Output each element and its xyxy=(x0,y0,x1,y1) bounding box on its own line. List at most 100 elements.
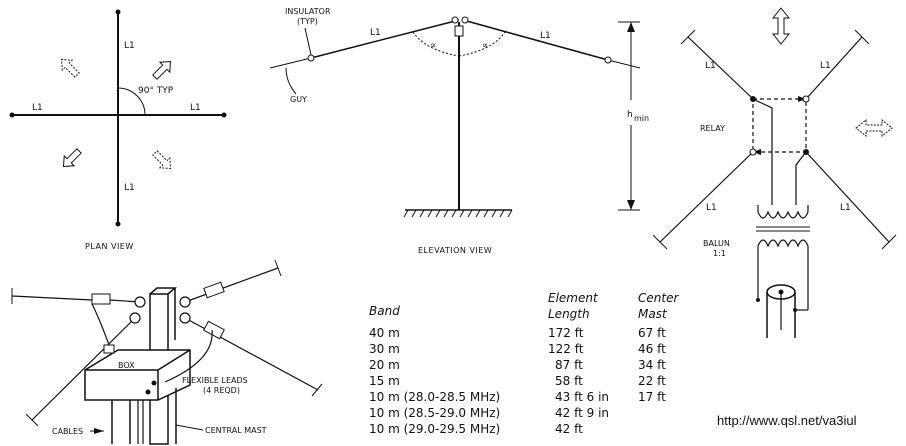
table-mast-cell: 67 ft xyxy=(638,326,666,340)
mast-view: BOX FLEXIBLE LEADS (4 REQD) CABLES CENTR… xyxy=(11,259,323,445)
insulator-label: (TYP) xyxy=(297,17,318,26)
flexible-lead xyxy=(91,303,110,346)
central-mast-top xyxy=(149,287,178,295)
arrow-right-icon xyxy=(798,96,806,102)
table-band-cell: 40 m xyxy=(369,326,400,340)
guy-pointer xyxy=(285,67,297,95)
feedpoint-box xyxy=(454,25,464,37)
band-table: Band Element Length Center Mast 40 m 172… xyxy=(369,291,679,436)
connection-dot xyxy=(756,298,760,302)
box-connector xyxy=(103,344,115,354)
center-mast-header: Center xyxy=(638,291,679,305)
plan-view: L1 L1 L1 L1 90° TYP PLAN VIEW xyxy=(9,9,227,251)
radial-element xyxy=(687,36,754,100)
plan-end-insulator xyxy=(115,221,121,227)
relay-node xyxy=(802,95,810,103)
cables-label: CABLES xyxy=(52,427,83,436)
plan-l1-label: L1 xyxy=(124,183,135,193)
arrow-left-icon xyxy=(753,149,761,155)
insulator-icon xyxy=(451,16,459,24)
balun-primary-coil xyxy=(757,210,809,219)
right-angle-arc xyxy=(117,87,146,116)
ground-hatch xyxy=(403,209,513,218)
antenna-wire xyxy=(11,295,93,301)
band-header: Band xyxy=(369,304,400,318)
table-band-cell: 30 m xyxy=(369,342,400,356)
plan-view-caption: PLAN VIEW xyxy=(85,242,134,251)
central-mast-pointer xyxy=(175,424,204,431)
relay-l1-label: L1 xyxy=(840,203,851,213)
connection-dot xyxy=(145,389,151,395)
end-tick xyxy=(25,413,39,427)
relay-box-edge xyxy=(157,349,191,371)
relay-box xyxy=(84,349,191,401)
angle-arc xyxy=(458,31,506,57)
end-tick xyxy=(881,234,897,250)
central-mast-label: CENTRAL MAST xyxy=(205,426,267,435)
table-length-cell: 42 ft xyxy=(555,422,583,436)
elevation-right-guy xyxy=(607,59,641,69)
plan-end-insulator xyxy=(221,112,227,118)
plan-end-insulator xyxy=(9,112,15,118)
table-band-cell: 10 m (28.5-29.0 MHz) xyxy=(369,406,500,420)
angle-label: 90° TYP xyxy=(138,86,174,96)
source-url: http://www.qsl.net/va3iul xyxy=(717,413,857,428)
insulator-icon xyxy=(461,16,469,24)
table-length-cell: 58 ft xyxy=(555,374,583,388)
table-band-cell: 10 m (28.0-28.5 MHz) xyxy=(369,390,500,404)
end-tick xyxy=(311,383,323,397)
element-length-header: Element xyxy=(548,291,599,305)
relay-switch-box xyxy=(752,98,807,153)
table-mast-cell: 17 ft xyxy=(638,390,666,404)
table-mast-cell: 34 ft xyxy=(638,358,666,372)
center-mast-header: Mast xyxy=(638,307,668,321)
table-length-cell: 172 ft xyxy=(548,326,584,340)
insulator-icon xyxy=(604,56,612,64)
table-length-cell: 43 ft 6 in xyxy=(555,390,609,404)
mast-clamp xyxy=(179,296,191,308)
table-mast-cell: 46 ft xyxy=(638,342,666,356)
insulator-icon xyxy=(307,54,315,62)
insulator-icon xyxy=(203,281,225,299)
insulator-icon xyxy=(91,293,111,305)
flexible-lead xyxy=(164,329,213,383)
horizontal-double-arrow-icon xyxy=(855,118,893,138)
feed-wire xyxy=(752,98,773,205)
box-label: BOX xyxy=(118,361,135,370)
relay-node xyxy=(749,148,757,156)
table-length-cell: 87 ft xyxy=(555,358,583,372)
height-label: h xyxy=(627,110,633,120)
direction-arrow-icon xyxy=(152,150,172,170)
elevation-l1-label: L1 xyxy=(540,31,551,41)
balun-label: BALUN xyxy=(703,239,730,248)
relay-label: RELAY xyxy=(700,124,725,133)
insulator-icon xyxy=(203,320,225,340)
end-tick xyxy=(274,259,282,277)
elevation-left-guy xyxy=(269,57,312,69)
insulator-pointer xyxy=(304,27,312,56)
direction-arrow-icon xyxy=(62,148,82,168)
connection-dot xyxy=(151,380,157,386)
table-band-cell: 15 m xyxy=(369,374,400,388)
table-band-cell: 10 m (29.0-29.5 MHz) xyxy=(369,422,500,436)
vertical-double-arrow-icon xyxy=(771,7,791,45)
angle-symbol: ∝ xyxy=(430,41,436,51)
elevation-l1-label: L1 xyxy=(370,28,381,38)
direction-arrow-icon xyxy=(152,60,172,80)
relay-l1-label: L1 xyxy=(820,61,831,71)
angle-symbol: ∝ xyxy=(482,41,488,51)
end-tick xyxy=(652,234,668,250)
direction-arrow-icon xyxy=(60,58,80,78)
height-subscript: min xyxy=(634,114,649,123)
element-length-header: Length xyxy=(548,307,590,321)
relay-view: L1 L1 L1 L1 RELAY BALUN 1:1 xyxy=(652,7,897,338)
mast-clamp xyxy=(134,296,146,308)
feed-wire xyxy=(795,151,807,205)
elevation-right-element xyxy=(462,19,609,61)
radial-element xyxy=(659,151,754,243)
elevation-view-caption: ELEVATION VIEW xyxy=(418,246,492,255)
elevation-view: ∝ ∝ INSULATOR (TYP) GUY L1 L1 h min ELEV… xyxy=(269,7,649,255)
end-tick xyxy=(680,29,696,45)
end-tick xyxy=(854,29,870,45)
